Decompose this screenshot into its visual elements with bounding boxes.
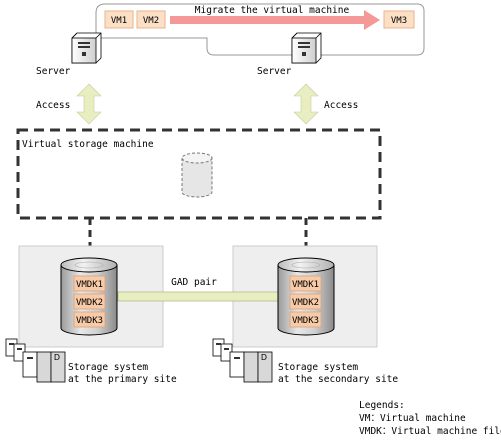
server-right-icon	[291, 32, 322, 64]
virtual-volume-icon	[181, 152, 213, 198]
primary-vmdk3: VMDK3	[76, 316, 103, 326]
primary-vmdk2: VMDK2	[76, 298, 103, 308]
secondary-storage-label-line2: at the secondary site	[278, 374, 398, 385]
secondary-vmdk-list: VMDK1 VMDK2 VMDK3	[289, 275, 322, 328]
legend-vm: VM：Virtual machine	[359, 413, 466, 424]
access-arrow-right	[293, 83, 319, 125]
migration-area: VM1 VM2 VM3 Migrate the virtual machine	[95, 3, 425, 56]
primary-vmdk1: VMDK1	[76, 280, 103, 290]
secondary-vmdk2: VMDK2	[292, 298, 319, 308]
vm1-label: VM1	[111, 16, 127, 26]
migrate-arrow	[170, 10, 380, 30]
vm1-box	[104, 10, 134, 29]
gad-pair-band	[117, 291, 285, 302]
migrate-label: Migrate the virtual machine	[195, 5, 350, 16]
access-label-right: Access	[324, 100, 358, 111]
server-left-label: Server	[36, 66, 71, 77]
primary-storage-hardware-icon: D	[5, 338, 66, 383]
vm2-box	[136, 10, 166, 29]
virtual-storage-machine-box	[16, 128, 382, 220]
legend-title: Legends:	[359, 400, 405, 411]
legend: Legends: VM：Virtual machine VMDK：Virtual…	[359, 400, 501, 437]
secondary-storage-hardware-icon: D	[212, 338, 273, 383]
svg-text:D: D	[261, 353, 267, 362]
access-arrow-left	[76, 83, 102, 125]
vm3-box	[383, 10, 415, 29]
svg-text:D: D	[54, 353, 60, 362]
server-left-icon	[71, 32, 102, 64]
access-label-left: Access	[36, 100, 70, 111]
primary-vmdk-list: VMDK1 VMDK2 VMDK3	[73, 275, 106, 328]
secondary-vmdk1: VMDK1	[292, 280, 319, 290]
vm2-label: VM2	[143, 16, 159, 26]
server-right-label: Server	[257, 66, 292, 77]
primary-storage-label-line1: Storage system	[68, 362, 148, 373]
vm3-label: VM3	[391, 16, 407, 26]
virtual-storage-label: Virtual storage machine	[22, 139, 154, 150]
primary-storage-label-line2: at the primary site	[68, 374, 177, 385]
gad-pair-label: GAD pair	[171, 277, 217, 288]
secondary-vmdk3: VMDK3	[292, 316, 319, 326]
secondary-storage-label-line1: Storage system	[278, 362, 358, 373]
legend-vmdk: VMDK：Virtual machine file	[359, 426, 501, 437]
